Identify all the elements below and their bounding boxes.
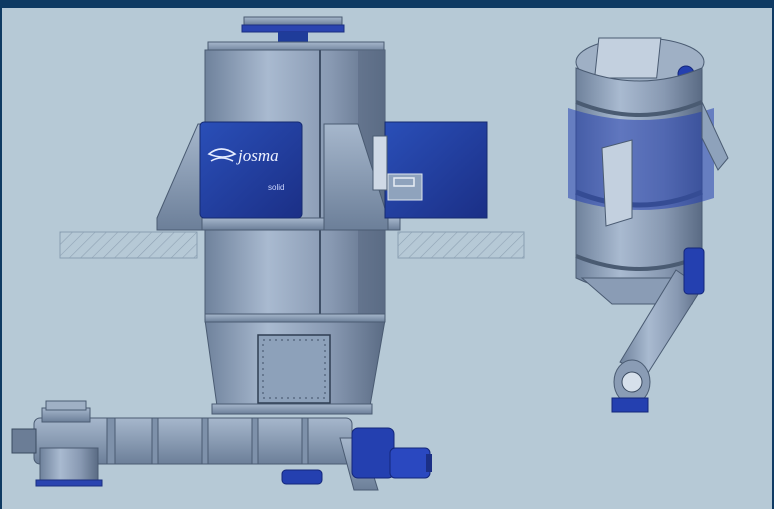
top-inlet-neck — [278, 32, 308, 44]
iso-drive-unit — [683, 247, 705, 295]
cone-bottom-flange — [211, 403, 373, 415]
iso-front-bracket — [601, 139, 633, 227]
right-bracket — [323, 123, 389, 231]
floor-slab-left — [59, 231, 198, 259]
side-box-handle — [393, 177, 415, 187]
drive-motor — [389, 447, 431, 479]
outlet-blue-flange — [35, 479, 103, 487]
brand-logo-text: josma — [236, 146, 279, 165]
left-bracket — [156, 123, 203, 231]
iso-inlet — [594, 37, 662, 79]
side-box-bracket — [372, 135, 388, 191]
conveyor-inlet-top — [45, 400, 87, 411]
iso-motor-flange — [621, 371, 643, 393]
side-control-box — [384, 121, 488, 219]
conveyor-clamp-4 — [251, 417, 259, 465]
iso-conveyor-outlet — [611, 397, 649, 413]
motor-cap — [426, 454, 432, 472]
brand-panel — [199, 121, 303, 219]
isometric-view — [568, 37, 729, 413]
drive-base — [281, 469, 323, 485]
top-inlet-flange — [243, 16, 343, 26]
brand-logo-icon — [207, 148, 237, 162]
cone-ring — [204, 313, 386, 323]
conveyor-end-cap — [11, 428, 37, 454]
floor-slab-hatching — [59, 231, 525, 259]
conveyor-clamp-1 — [106, 417, 116, 465]
iso-side-bracket — [701, 101, 729, 171]
conveyor-clamp-3 — [201, 417, 209, 465]
inspection-hatch-inner — [262, 339, 326, 399]
conveyor-clamp-2 — [151, 417, 159, 465]
iso-brand-band — [568, 108, 714, 210]
gearbox — [351, 427, 395, 479]
cad-viewport[interactable]: josma solid — [2, 8, 772, 509]
floor-slab-right — [397, 231, 525, 259]
inspection-hatch — [257, 334, 331, 404]
top-inlet-gasket — [241, 24, 345, 33]
cad-drawing: josma solid — [11, 16, 729, 491]
brand-sub-text: solid — [268, 183, 284, 192]
front-elevation-view: josma solid — [11, 16, 488, 491]
conveyor-clamp-5 — [301, 417, 309, 465]
conveyor-outlet — [39, 447, 99, 483]
iso-ring-upper — [575, 100, 703, 117]
